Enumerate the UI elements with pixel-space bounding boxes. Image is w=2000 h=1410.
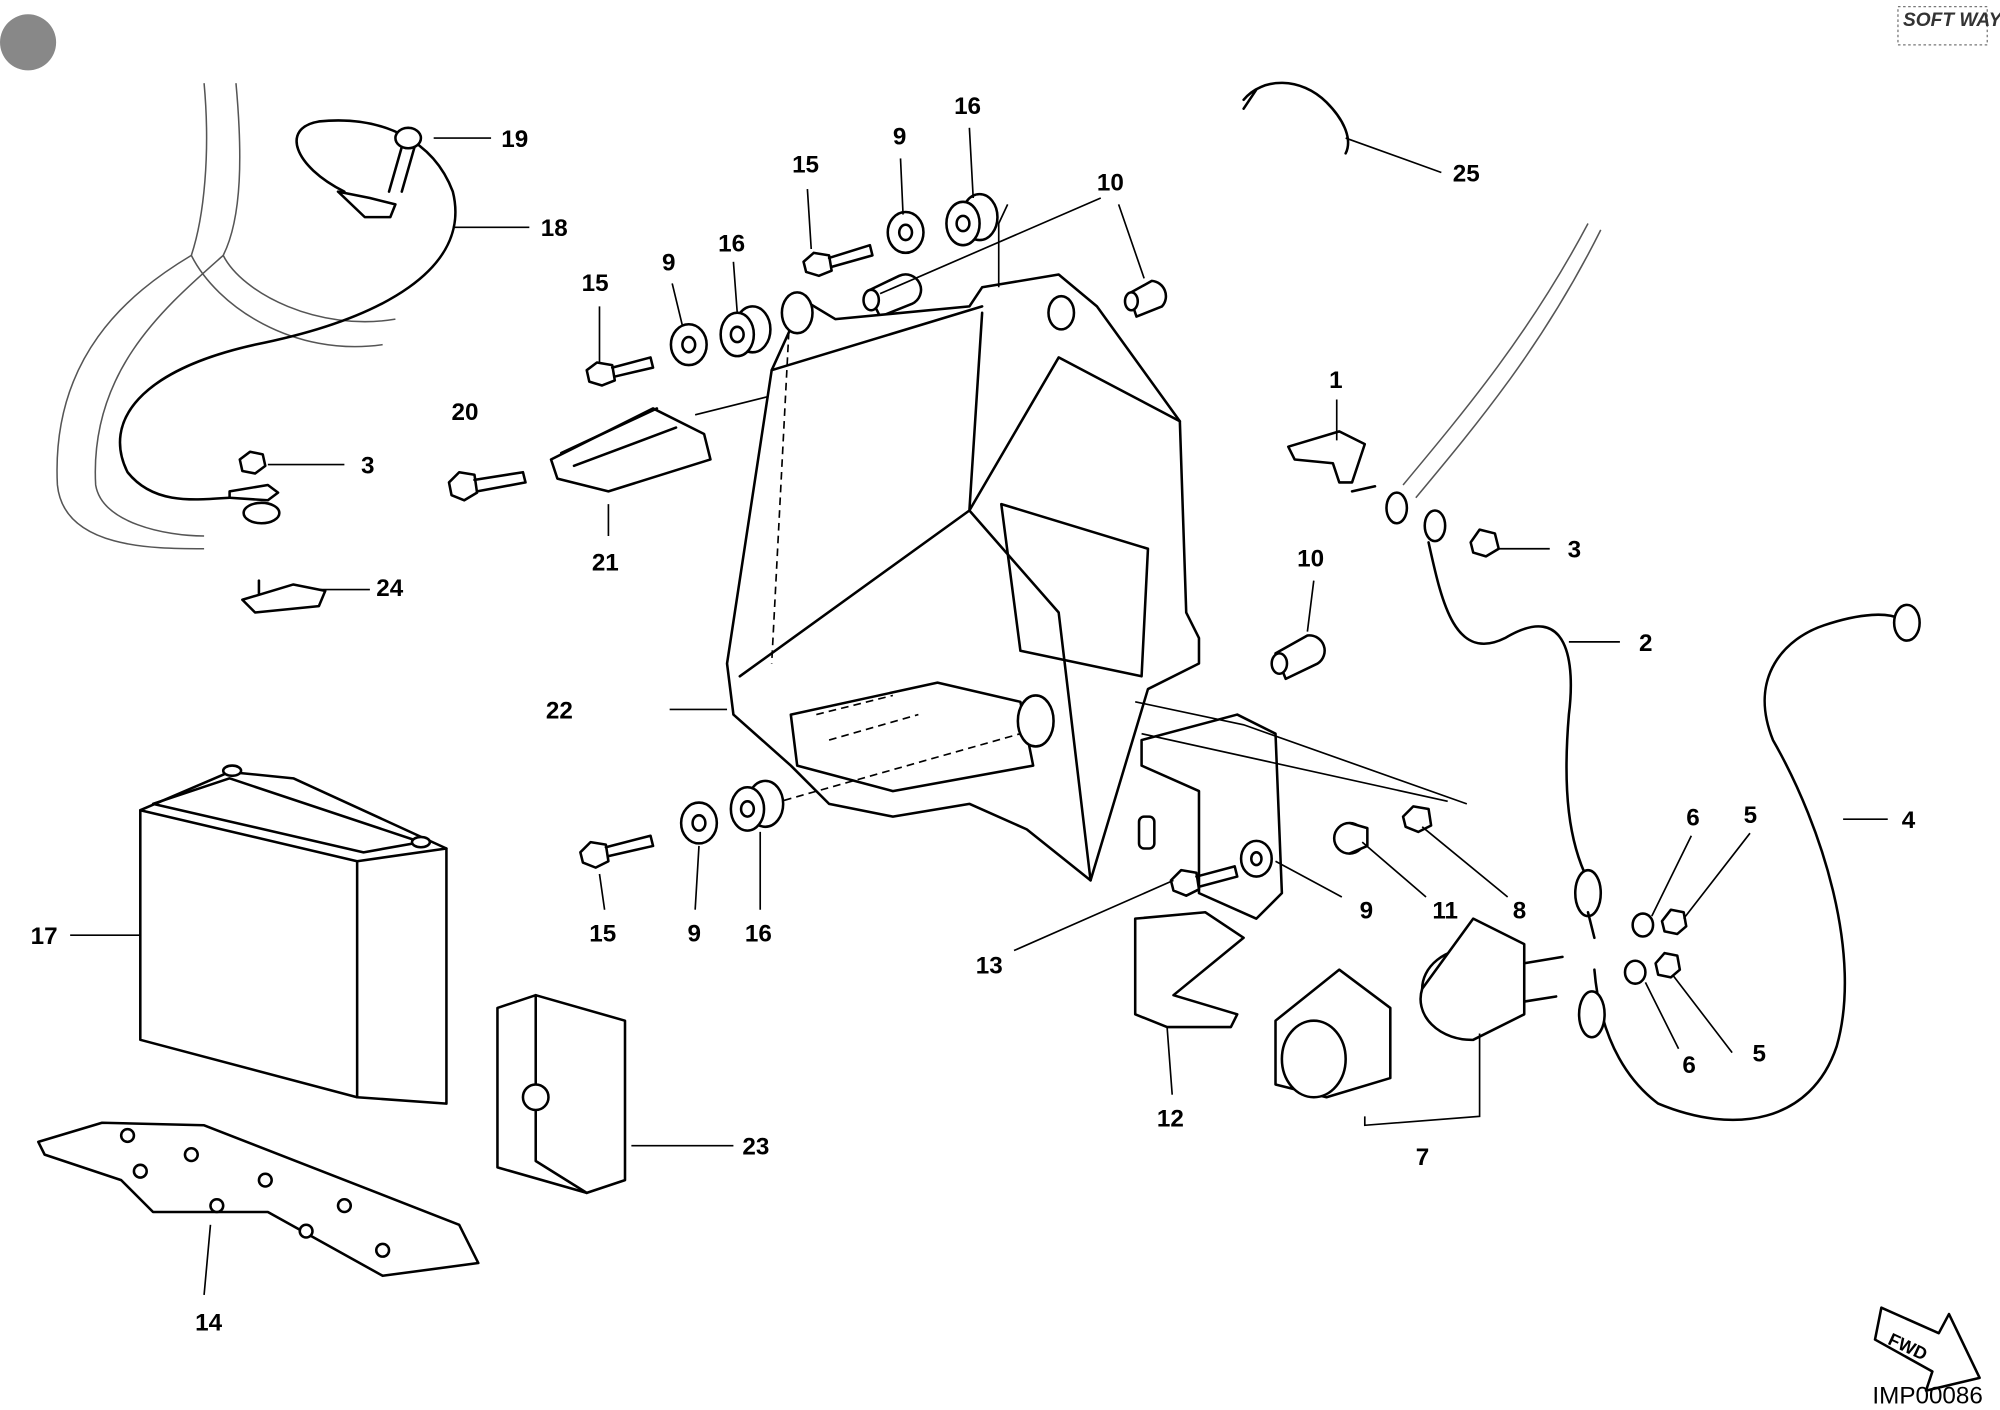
terminal-cover-23	[496, 993, 627, 1195]
callout-label: 16	[718, 231, 745, 258]
callout-label: 9	[893, 123, 906, 150]
callout-label: 15	[582, 270, 609, 297]
callout-label: 5	[1744, 802, 1757, 829]
diagram-code: IMP00086	[1872, 1382, 1982, 1409]
bolt-19	[387, 126, 423, 193]
callout-label: 9	[662, 250, 675, 277]
battery-17	[139, 764, 448, 1105]
callout-label: 20	[452, 399, 479, 426]
frame-tubes	[56, 83, 1602, 550]
callout-label: 17	[31, 923, 58, 950]
callout-label: 9	[1360, 898, 1373, 925]
callout-label: 15	[589, 921, 616, 948]
cable-2	[1286, 430, 1603, 940]
callout-label: 10	[1297, 546, 1324, 573]
callout-label: 23	[742, 1134, 769, 1161]
callout-label: 3	[361, 452, 374, 479]
bracket-21	[549, 362, 900, 493]
callout-label: 11	[1432, 898, 1458, 925]
callout-label: 2	[1639, 630, 1652, 657]
callout-label: 15	[792, 151, 819, 178]
svg-text:SOFT WAY: SOFT WAY	[1903, 10, 2000, 31]
callout-label: 25	[1453, 160, 1480, 187]
callout-label: 19	[501, 126, 528, 153]
nut-3-left	[238, 450, 267, 475]
callout-label: 22	[546, 697, 573, 724]
fastener-set-upper-center	[802, 192, 999, 278]
fastener-set-lower	[579, 779, 785, 869]
callout-label: 6	[1682, 1052, 1695, 1079]
ground-cable-18	[118, 119, 457, 502]
bracket-24	[241, 501, 327, 614]
callout-label: 12	[1157, 1106, 1184, 1133]
callout-label: 14	[195, 1310, 222, 1337]
battery-holder-22	[725, 273, 1201, 882]
cable-4	[1577, 603, 1921, 1122]
callout-label: 3	[1568, 537, 1581, 564]
callout-label: 24	[376, 575, 403, 602]
callout-label: 7	[1416, 1144, 1429, 1171]
forward-direction-arrow-icon: FWD	[1873, 1306, 1981, 1392]
fastener-set-upper-left	[585, 305, 772, 387]
callout-label: 4	[1902, 807, 1916, 834]
callout-label: 16	[954, 93, 981, 120]
callout-label: 6	[1686, 805, 1699, 832]
callout-label: 1	[1329, 367, 1342, 394]
callout-label: 5	[1753, 1041, 1766, 1068]
callout-label: 16	[745, 921, 772, 948]
corner-disc-icon	[0, 14, 57, 71]
callout-labels: 19 18 3 24 20 21 15 9 16 15 9 16 10 25 1…	[31, 93, 1916, 1337]
callout-label: 13	[976, 952, 1003, 979]
battery-plate-14	[36, 1121, 480, 1278]
callout-label: 10	[1097, 169, 1124, 196]
bolt-20	[447, 470, 527, 502]
cable-tie-25	[1242, 81, 1350, 155]
callout-label: 18	[541, 215, 568, 242]
callout-label: 8	[1513, 898, 1526, 925]
washers-nuts-5-6	[1623, 908, 1688, 985]
callout-label: 21	[592, 549, 619, 576]
relay-bracket	[1133, 634, 1468, 1029]
spacer-10-upper	[862, 273, 1168, 318]
softway-logo: SOFT WAY	[1897, 6, 2000, 46]
callout-label: 9	[688, 921, 701, 948]
starter-relay-7	[1274, 917, 1564, 1127]
leader-lines	[70, 127, 1888, 1295]
